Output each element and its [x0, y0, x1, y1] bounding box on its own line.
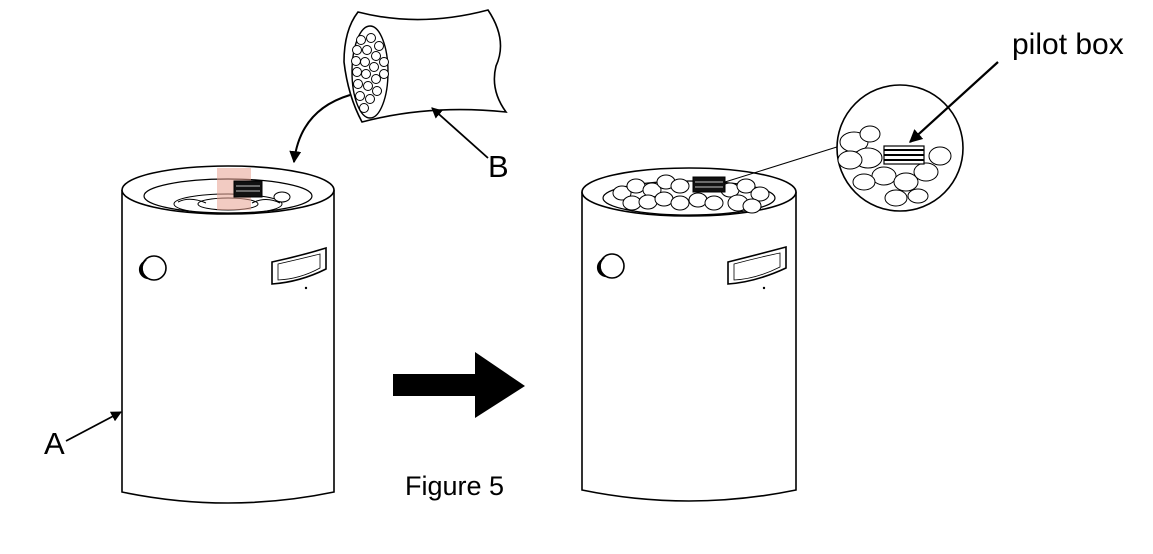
magnifier-leader	[724, 145, 841, 183]
fire-pit-filled	[581, 167, 797, 502]
bag-stones	[351, 33, 389, 113]
pilot-box-right	[692, 176, 726, 193]
stone-bag-b	[343, 9, 508, 123]
callout-line-b	[431, 107, 489, 159]
pour-arrow	[289, 94, 351, 164]
side-handle-right	[727, 245, 787, 290]
label-b: B	[488, 149, 509, 184]
pilot-box-magnified	[883, 145, 925, 165]
pilot-box-left	[233, 180, 263, 198]
fire-pit-a	[121, 165, 335, 504]
control-knob-right	[596, 253, 625, 279]
callout-line-a	[65, 411, 122, 442]
label-a: A	[44, 426, 65, 461]
control-knob	[138, 255, 167, 281]
callout-line-pilot	[909, 61, 999, 143]
transition-arrow	[393, 352, 525, 418]
magnified-inset	[836, 84, 964, 212]
lava-stones	[612, 174, 770, 214]
figure-caption: Figure 5	[405, 471, 505, 501]
label-pilot-box: pilot box	[1012, 28, 1124, 61]
side-handle	[271, 246, 327, 290]
